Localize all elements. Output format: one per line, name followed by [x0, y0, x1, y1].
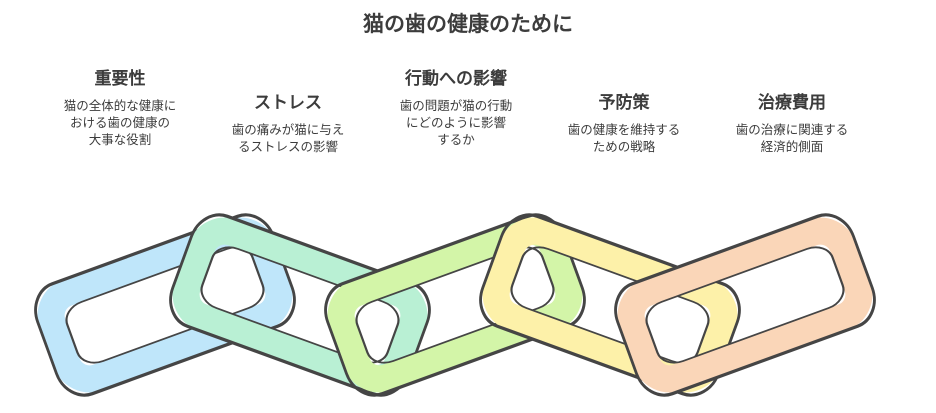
item-heading: 予防策	[598, 93, 650, 113]
item-stress: ストレス 歯の痛みが猫に与えるストレスの影響	[208, 88, 368, 155]
chain-link-3	[324, 213, 586, 397]
item-description: 猫の全体的な健康における歯の健康の大事な役割	[63, 98, 177, 147]
item-behavior-impact: 行動への影響 歯の問題が猫の行動にどのように影響するか	[376, 64, 536, 148]
chain-link-5	[614, 213, 876, 397]
chain-link-2	[169, 213, 431, 397]
item-importance: 重要性 猫の全体的な健康における歯の健康の大事な役割	[40, 64, 200, 148]
item-description: 歯の問題が猫の行動にどのように影響するか	[399, 98, 513, 147]
item-heading: ストレス	[254, 93, 322, 113]
diagram-title: 猫の歯の健康のために	[363, 12, 573, 36]
item-description: 歯の痛みが猫に与えるストレスの影響	[231, 122, 345, 154]
item-heading: 重要性	[94, 69, 146, 89]
item-description: 歯の治療に関連する経済的側面	[735, 122, 849, 154]
item-heading: 行動への影響	[405, 69, 507, 89]
item-description: 歯の健康を維持するための戦略	[567, 122, 681, 154]
item-treatment-cost: 治療費用 歯の治療に関連する経済的側面	[712, 88, 872, 155]
item-prevention: 予防策 歯の健康を維持するための戦略	[544, 88, 704, 155]
item-heading: 治療費用	[758, 93, 826, 113]
